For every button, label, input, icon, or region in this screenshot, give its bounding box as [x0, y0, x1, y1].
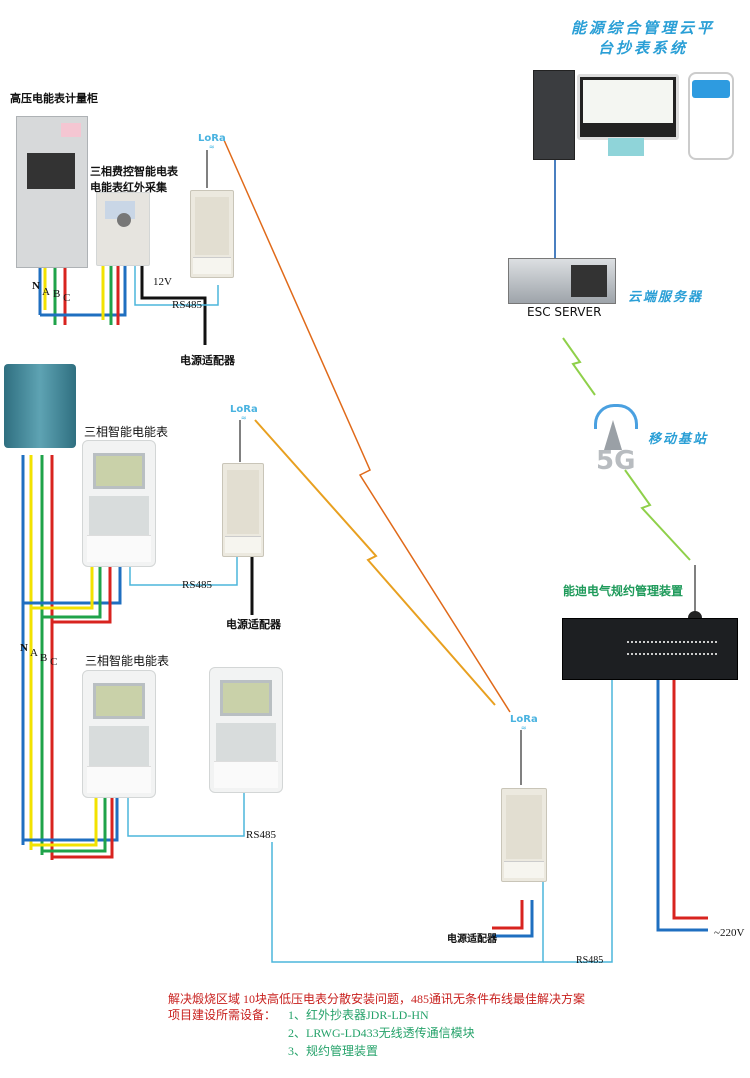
220v-label: ~220V — [714, 927, 745, 939]
antenna-base — [688, 611, 702, 619]
desktop-monitor-icon — [577, 74, 679, 140]
5g-badge: 5G — [596, 446, 636, 476]
lora-module-3 — [501, 788, 547, 882]
lora-link-1 — [223, 139, 511, 713]
infrared-reader-icon — [117, 213, 131, 227]
power-adapter-label-hv: 电源适配器 — [180, 354, 235, 367]
wire-n-hv-meter — [40, 265, 127, 317]
phase-a-label-2: A — [30, 647, 38, 659]
lora-link-2 — [254, 419, 496, 706]
12v-label: 12V — [153, 276, 172, 288]
lora-badge-1: LoRa≈ — [198, 133, 226, 151]
cloud-title-line2: 台抄表系统 — [597, 39, 688, 57]
power-adapter-label-mid: 电源适配器 — [226, 618, 281, 631]
5g-tower-icon: 5G — [588, 400, 638, 480]
hv-smart-meter — [96, 192, 150, 266]
smart-meter-3 — [209, 667, 283, 793]
phase-c-label: C — [63, 292, 71, 304]
rs485-label-hv: RS485 — [172, 299, 202, 311]
5g-link-lower — [624, 469, 691, 561]
hv-cabinet-label: 高压电能表计量柜 — [10, 92, 98, 105]
lora-badge-3: LoRa≈ — [510, 714, 538, 732]
transformer-image — [4, 364, 76, 448]
protocol-management-device — [562, 618, 738, 680]
rs485-label-bottom: RS485 — [246, 829, 276, 841]
footer-equipment-item: 1、红外抄表器JDR-LD-HN — [288, 1008, 429, 1022]
footer-summary: 解决煅烧区域 10块高低压电表分散安装问题，485通讯无条件布线最佳解决方案 — [168, 992, 586, 1006]
power-adapter-label-bottom: 电源适配器 — [447, 934, 497, 945]
hv-cabinet-image — [16, 116, 88, 268]
smart-meter-1 — [82, 440, 156, 567]
hv-meter-label: 三相费控智能电表 电能表红外采集 — [90, 165, 178, 194]
cloud-title-line1: 能源综合管理云平 — [570, 19, 715, 37]
management-device-label: 能迪电气规约管理装置 — [563, 584, 684, 598]
cloud-platform-title: 能源综合管理云平 台抄表系统 — [548, 18, 738, 58]
smart-meter-2 — [82, 670, 156, 798]
rs485-label-main: RS485 — [576, 955, 604, 966]
5g-link-upper — [562, 337, 596, 396]
phase-n-label-2: N — [20, 642, 28, 654]
tower-server-icon — [533, 70, 575, 160]
footer-equipment-item: 3、规约管理装置 — [288, 1044, 379, 1058]
lora-badge-2: LoRa≈ — [230, 404, 258, 422]
meter-group-2-label: 三相智能电能表 — [85, 654, 170, 668]
rs485-hv — [134, 265, 219, 306]
smartphone-icon — [688, 72, 734, 160]
phase-c-label-2: C — [50, 656, 58, 668]
phase-b-label-2: B — [40, 652, 48, 664]
lora-module-1 — [190, 190, 234, 278]
footer-equipment-heading: 项目建设所需设备： — [168, 1008, 277, 1022]
power-cable-12v — [140, 265, 207, 345]
phase-a-label: A — [42, 286, 50, 298]
cloud-server-label: 云端服务器 — [628, 290, 704, 305]
rack-server-icon — [508, 258, 616, 304]
phase-b-label: B — [53, 288, 61, 300]
base-station-label: 移动基站 — [648, 432, 709, 447]
esc-server-label: ESC SERVER — [527, 305, 602, 319]
footer-equipment-item: 2、LRWG-LD433无线透传通信模块 — [288, 1026, 475, 1040]
rs485-label-mid: RS485 — [182, 579, 212, 591]
monitor-stand — [608, 138, 644, 156]
lora-module-2 — [222, 463, 264, 557]
phase-n-label: N — [32, 280, 40, 292]
meter-group-1-label: 三相智能电能表 — [84, 425, 169, 439]
